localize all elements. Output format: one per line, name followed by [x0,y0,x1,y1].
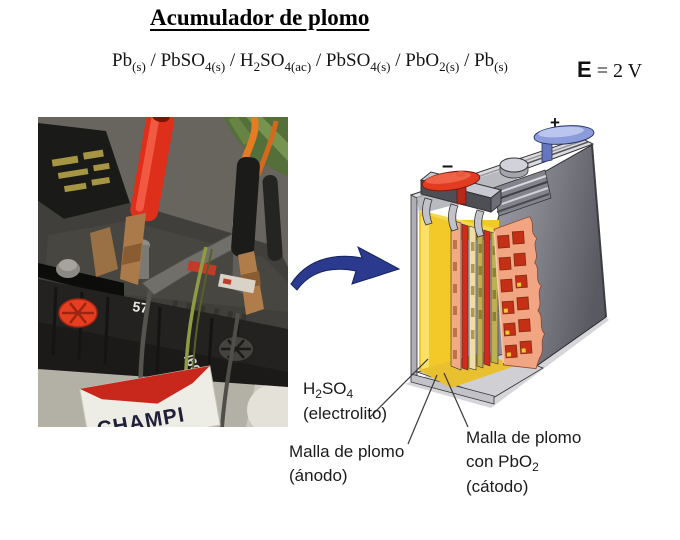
page-title: Acumulador de plomo [150,5,370,30]
vent-cap [499,157,529,179]
electrolyte-formula: H2SO4 [303,379,354,401]
positive-sign: + [550,113,560,132]
red-vent-cap [58,298,98,328]
battery-photo: 57 [38,117,288,427]
lead-plates [450,219,499,371]
champion-label: CHAMPI [79,365,221,427]
case-left-wall [410,194,418,379]
lead-grid-front [493,216,546,370]
emf-value: E = 2 V [577,57,643,82]
red-clamp-icon [120,117,175,285]
arrow-icon [290,245,401,291]
battery-cutaway-diagram: – + [405,113,609,408]
cell-notation: Pb(s) / PbSO4(s) / H2SO4(ac) / PbSO4(s) … [112,50,508,74]
black-clamp-icon [231,117,283,315]
cell-connector-stack [492,169,552,217]
electrolyte-label: H2SO4 (electrolito) [303,379,388,423]
negative-terminal [421,170,481,205]
cathode-label: Malla de plomo con PbO2 (cátodo) [466,428,582,496]
positive-terminal [533,125,595,163]
emf-symbol: E [577,57,592,82]
anode-label: Malla de plomo (ánodo) [289,442,405,485]
negative-sign: – [442,155,453,177]
fuse-box [38,123,130,219]
